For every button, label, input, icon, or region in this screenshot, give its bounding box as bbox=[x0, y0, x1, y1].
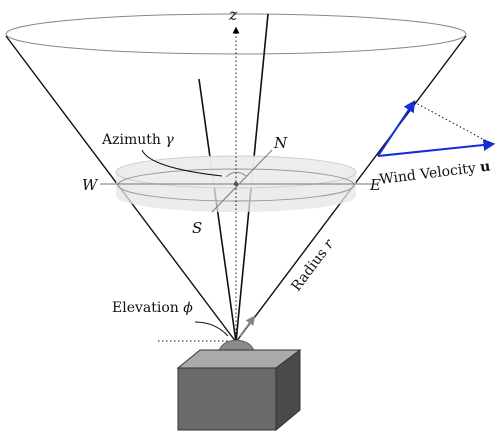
azimuth-angle-arc bbox=[225, 171, 247, 178]
wind-velocity-text: Wind Velocity bbox=[379, 160, 482, 188]
radius-arrow bbox=[239, 315, 256, 337]
west-label: W bbox=[82, 176, 99, 194]
north-south-axis bbox=[211, 149, 273, 213]
radius-label: Radius r bbox=[288, 236, 338, 295]
east-label: E bbox=[369, 176, 381, 194]
azimuth-label: Azimuth γ bbox=[101, 132, 174, 148]
instrument-box-side bbox=[275, 349, 301, 432]
elevation-label: Elevation ϕ bbox=[112, 300, 193, 316]
elevation-pointer bbox=[194, 321, 229, 337]
wind-velocity-symbol: u bbox=[479, 158, 491, 175]
wind-projection-dotted bbox=[413, 101, 491, 144]
wind-velocity-vector bbox=[377, 139, 496, 157]
azimuth-label-text: Azimuth bbox=[101, 132, 165, 148]
azimuth-symbol: γ bbox=[165, 132, 174, 148]
wind-velocity-label: Wind Velocity u bbox=[379, 158, 492, 187]
elevation-symbol: ϕ bbox=[183, 300, 193, 316]
north-label: N bbox=[273, 134, 288, 152]
radius-label-text: Radius bbox=[288, 242, 333, 294]
z-axis-label: z bbox=[228, 5, 238, 24]
wind-radial-component bbox=[377, 100, 416, 157]
instrument-box-front bbox=[177, 367, 277, 431]
disc-center-point bbox=[233, 181, 239, 187]
elevation-label-text: Elevation bbox=[112, 300, 183, 316]
south-label: S bbox=[192, 219, 202, 237]
azimuth-pointer bbox=[141, 149, 223, 177]
